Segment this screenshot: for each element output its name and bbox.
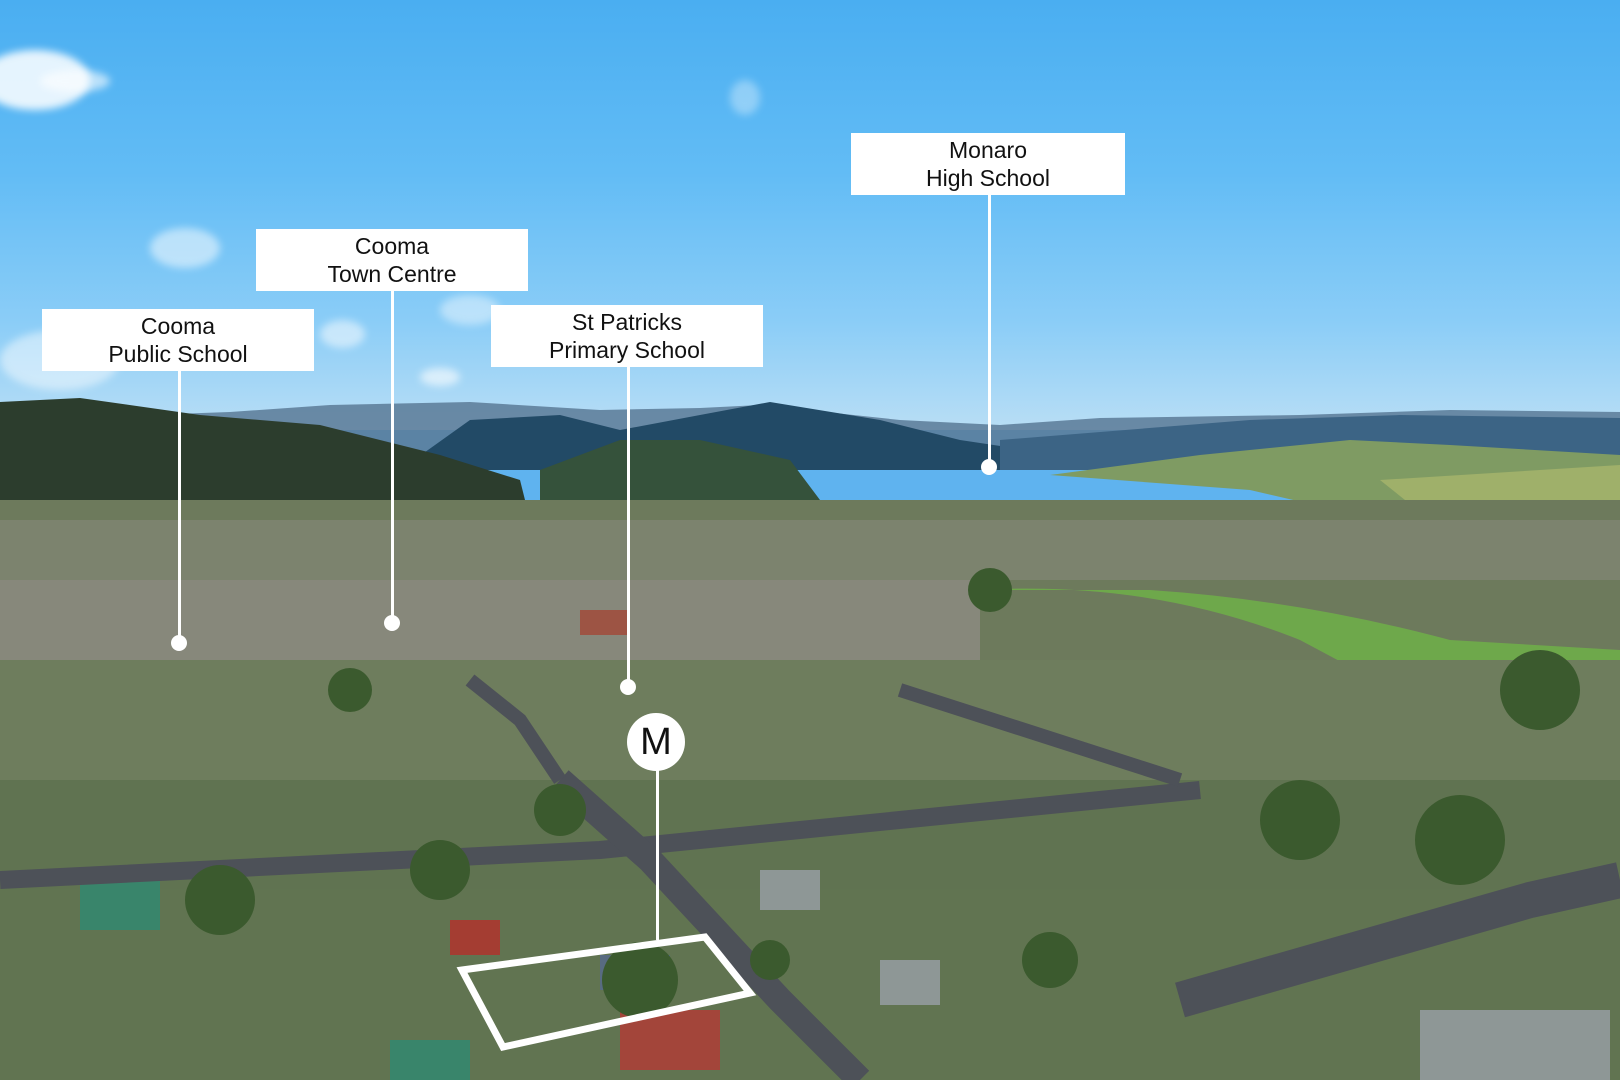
property-marker-tail xyxy=(656,760,659,940)
cloud xyxy=(730,80,760,115)
leader-line-monaro-high-school xyxy=(988,190,991,465)
label-cooma-town-centre: Cooma Town Centre xyxy=(256,229,528,291)
poi-dot-cooma-public-school xyxy=(171,635,187,651)
cloud xyxy=(40,70,110,92)
cloud xyxy=(320,320,365,348)
label-cooma-public-school: Cooma Public School xyxy=(42,309,314,371)
poi-dot-monaro-high-school xyxy=(981,459,997,475)
cloud xyxy=(440,295,500,325)
label-line-1: St Patricks xyxy=(572,309,682,335)
cloud xyxy=(420,368,460,386)
leader-line-cooma-town-centre xyxy=(391,282,394,622)
poi-dot-cooma-town-centre xyxy=(384,615,400,631)
label-line-1: Monaro xyxy=(949,137,1027,163)
label-line-1: Cooma xyxy=(354,233,430,259)
label-line-1: Cooma xyxy=(140,313,216,339)
leader-line-cooma-public-school xyxy=(178,360,181,642)
cloud xyxy=(150,228,220,268)
label-line-2: Public School xyxy=(108,341,248,367)
label-line-2: Primary School xyxy=(549,337,705,363)
property-marker-letter: M xyxy=(640,721,672,763)
label-line-2: Town Centre xyxy=(327,261,457,287)
label-monaro-high-school: Monaro High School xyxy=(851,133,1125,195)
property-boundary xyxy=(456,933,757,1051)
leader-line-st-patricks xyxy=(627,356,630,686)
label-line-2: High School xyxy=(925,165,1051,191)
property-marker: M xyxy=(627,713,685,771)
label-st-patricks-primary-school: St Patricks Primary School xyxy=(491,305,763,367)
poi-dot-st-patricks xyxy=(620,679,636,695)
